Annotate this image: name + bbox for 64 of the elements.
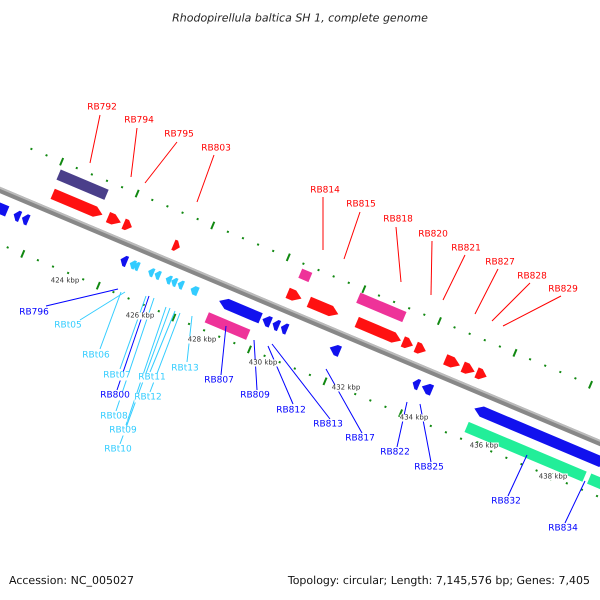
accession-text: Accession: NC_005027 [9,575,134,586]
gene-label: RBt12 [134,394,162,402]
leader-line [502,296,562,326]
gene-label: RBt07 [103,372,131,380]
gene-label: RB832 [491,498,521,506]
leader-line [508,454,528,496]
leader-line [46,288,118,306]
leader-line [100,292,122,350]
leader-line [442,254,466,300]
leader-line [492,282,530,322]
leader-line [130,128,138,178]
gene-label: RB795 [164,130,194,140]
leader-line [150,310,176,372]
gene-label: RB812 [276,406,306,416]
gene-label: RB829 [548,286,578,294]
gene-label: RB809 [240,392,270,400]
gene-label: RB825 [414,464,444,472]
gene-label: RBt10 [104,446,132,454]
leader-line [126,306,166,426]
gene-label: RB792 [87,104,117,112]
leader-line [396,402,408,448]
leader-line [326,368,362,434]
leader-line [268,346,294,404]
gene-label: RB817 [345,434,375,444]
gene-label: RB813 [313,420,343,430]
gene-label: RB828 [517,272,547,282]
leader-line [144,142,178,184]
gene-label: RB827 [485,258,515,268]
leader-line [196,154,214,202]
gene-label: RB815 [346,200,376,210]
gene-label: RB794 [124,116,154,126]
gene-label: RB822 [380,448,410,458]
genome-info-text: Topology: circular; Length: 7,145,576 bp; Genes: 7,405 [288,575,590,586]
gene-label: RB796 [19,308,49,318]
gene-label: RBt06 [82,352,110,360]
leader-line [564,480,586,524]
gene-label: RB820 [418,230,448,240]
leader-line [396,226,402,282]
leader-line [186,316,192,362]
gene-label: RB818 [383,216,413,224]
leader-line [220,326,226,376]
gene-label: RB821 [451,244,481,254]
gene-label: RB800 [100,392,130,400]
gene-label: RB814 [310,186,340,196]
gene-label: RBt09 [109,426,137,436]
leader-line [474,268,498,314]
leader-line [272,344,330,420]
gene-label: RBt13 [171,364,199,374]
leader-line [150,312,180,392]
gene-label: RB803 [201,144,231,154]
gene-label: RBt11 [138,374,166,382]
leader-line [80,292,126,320]
gene-label: RBt05 [54,322,82,330]
gene-label: RB807 [204,376,234,386]
leader-line [90,114,100,164]
gene-label: RB834 [548,524,578,534]
gene-label: RBt08 [100,412,128,422]
leader-line [420,404,432,462]
leader-line [322,196,324,250]
leader-line [430,240,432,296]
leader-line [254,340,258,390]
chart-title: Rhodopirellula baltica SH 1, complete genome [172,12,428,24]
leader-line [120,296,146,370]
leader-line [344,212,360,260]
